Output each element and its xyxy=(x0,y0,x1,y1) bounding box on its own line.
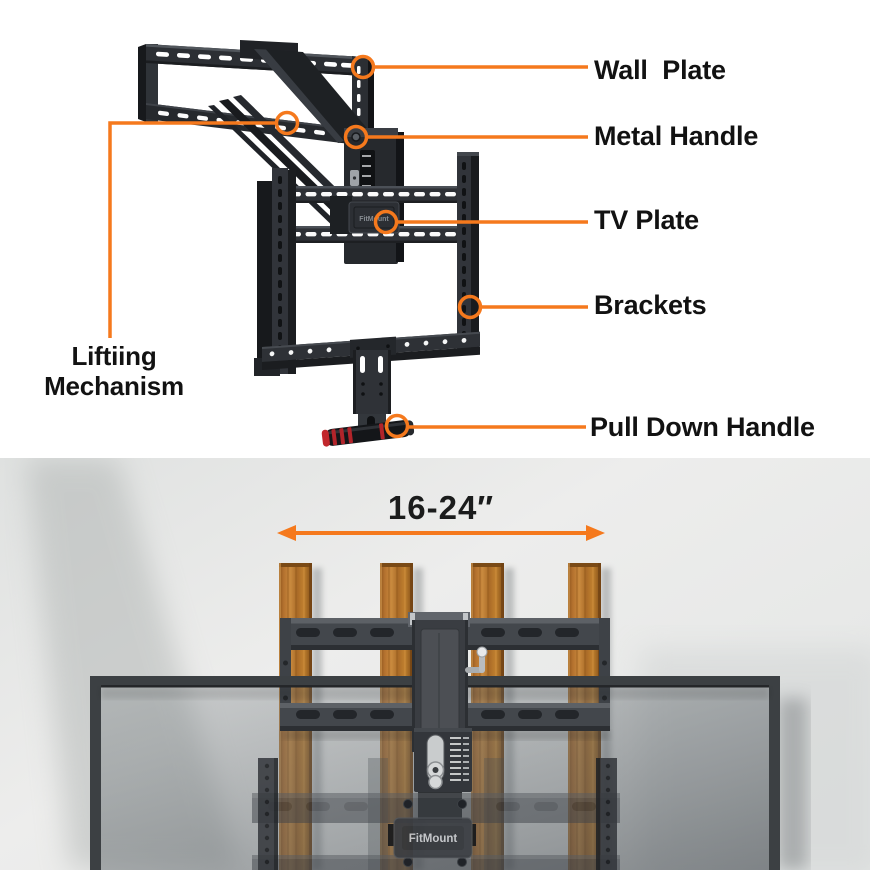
tv-plate-art: FitMount xyxy=(283,186,473,243)
label-wall-plate: Wall Plate xyxy=(594,55,726,85)
installation-scene-art: FitMount 16-24″ xyxy=(0,458,870,870)
label-lifting-line2: Mechanism xyxy=(44,371,184,401)
callout-marker-tv-plate xyxy=(373,209,588,235)
label-lifting-mechanism: Liftiing Mechanism xyxy=(22,341,206,401)
exploded-view-section: FitMount xyxy=(22,40,816,447)
label-lifting-line1: Liftiing xyxy=(71,341,157,371)
callout-marker-pull-down-handle xyxy=(384,413,586,439)
dimension-arrow: 16-24″ xyxy=(277,489,605,541)
brand-plate-bottom: FitMount xyxy=(388,817,476,859)
brand-logo-bottom: FitMount xyxy=(409,833,458,845)
callout-marker-wall-plate xyxy=(350,54,588,80)
callout-markers xyxy=(108,54,588,439)
label-metal-handle: Metal Handle xyxy=(594,121,759,151)
callout-marker-brackets xyxy=(457,294,588,320)
installation-scene-section: FitMount 16-24″ xyxy=(0,458,870,870)
metal-handle-crank xyxy=(465,646,488,673)
dimension-label: 16-24″ xyxy=(388,489,494,526)
label-pull-down-handle: Pull Down Handle xyxy=(590,412,815,442)
callout-marker-metal-handle xyxy=(343,124,588,150)
tv-plate-ghost: FitMount xyxy=(252,758,620,870)
label-brackets: Brackets xyxy=(594,290,707,320)
callout-marker-lifting-mechanism xyxy=(108,110,300,338)
label-tv-plate: TV Plate xyxy=(594,205,699,235)
mount-product-art: FitMount xyxy=(108,40,588,447)
